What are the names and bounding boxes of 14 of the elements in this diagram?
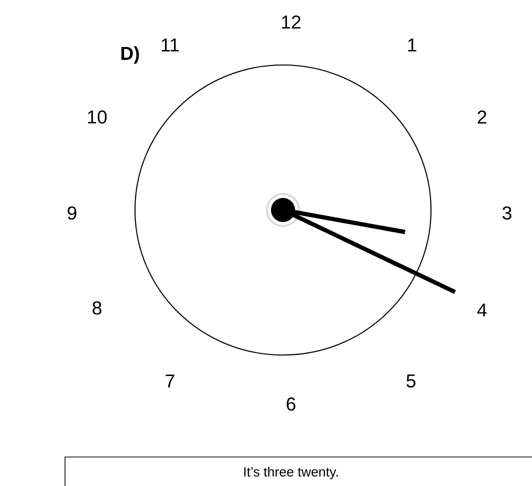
hour-number: 8 [92, 301, 102, 315]
panel-letter: D) [121, 46, 139, 64]
hour-number: 2 [478, 110, 486, 124]
hour-number: 1 [408, 38, 416, 52]
hour-number: 10 [88, 110, 107, 124]
answer-box: It’s three twenty. [64, 456, 532, 486]
hour-number: 3 [502, 206, 512, 220]
hour-number: 6 [286, 397, 296, 411]
hour-number: 7 [166, 374, 174, 388]
hour-number: 5 [406, 374, 416, 388]
hour-number: 12 [282, 15, 300, 29]
hour-number: 9 [68, 206, 76, 220]
hour-number: 4 [477, 304, 487, 316]
hour-number: 11 [162, 38, 179, 52]
